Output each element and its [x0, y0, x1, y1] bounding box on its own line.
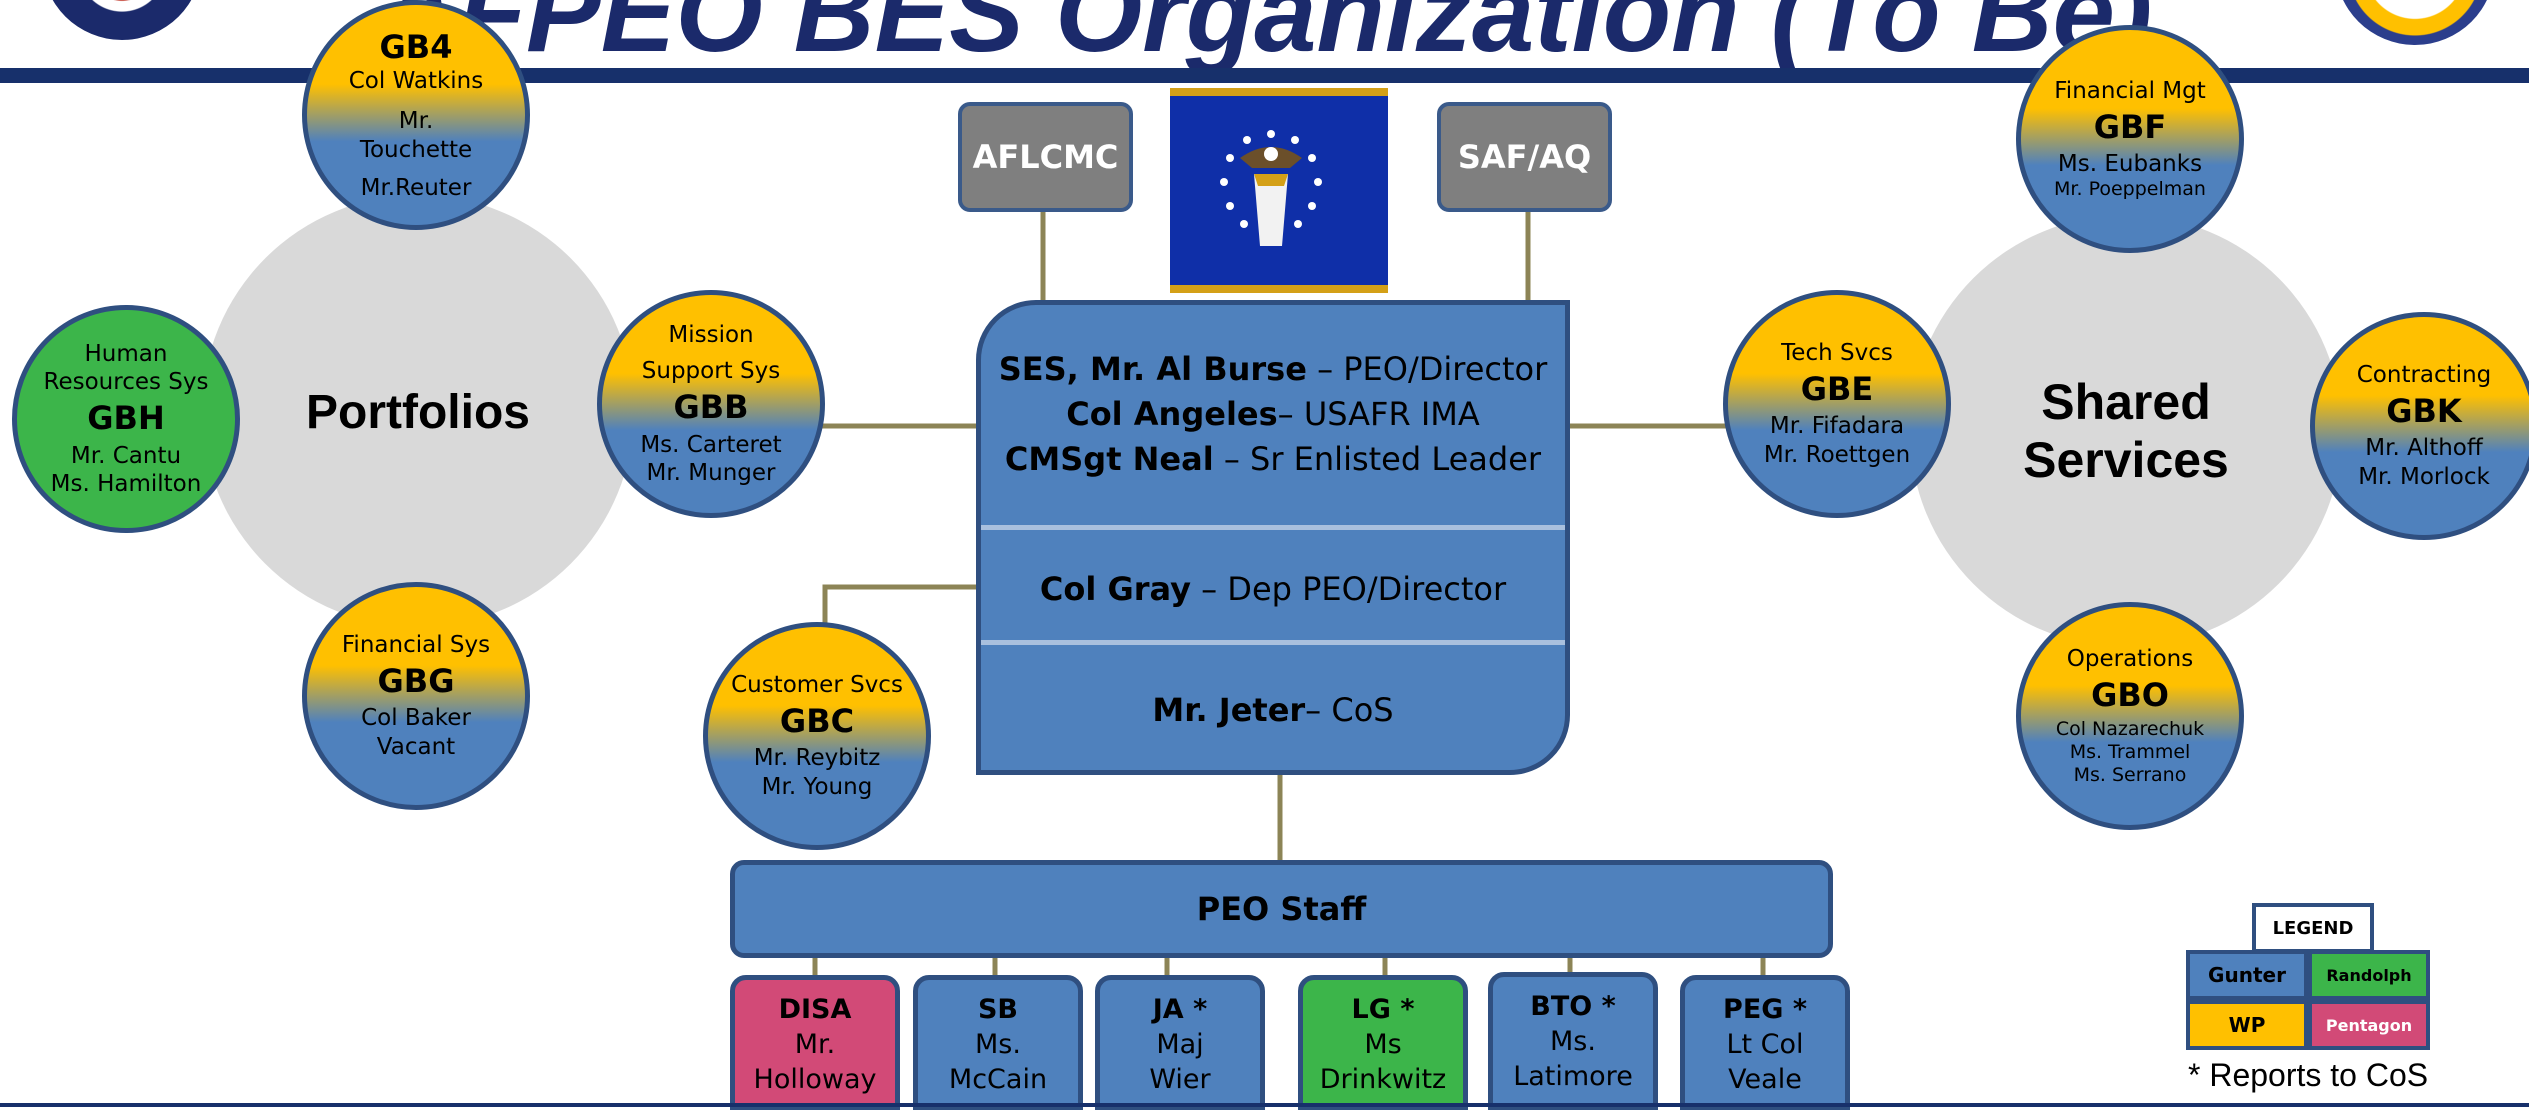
office-sb: SB Ms. McCain — [913, 975, 1083, 1110]
gbg-circle: Financial Sys GBG Col Baker Vacant — [302, 582, 530, 810]
center-divider-1 — [981, 525, 1565, 530]
peo-director-box: SES, Mr. Al Burse – PEO/Director Col Ang… — [976, 300, 1570, 775]
footer-bar — [0, 1103, 2529, 1107]
office-peg: PEG * Lt Col Veale — [1680, 975, 1850, 1110]
peo-staff-box: PEO Staff — [730, 860, 1833, 958]
peo-flag — [1170, 88, 1388, 293]
gbc-circle: Customer Svcs GBC Mr. Reybitz Mr. Young — [703, 622, 931, 850]
portfolios-label: Portfolios — [306, 386, 530, 439]
office-ja: JA * Maj Wier — [1095, 975, 1265, 1110]
shared-services-hub — [1910, 215, 2342, 647]
center-divider-2 — [981, 640, 1565, 645]
line-customer — [822, 584, 978, 625]
aflcmc-box: AFLCMC — [958, 102, 1133, 212]
office-bto: BTO * Ms. Latimore — [1488, 972, 1658, 1110]
legend-note: * Reports to CoS — [2188, 1057, 2429, 1093]
gbh-circle: Human Resources Sys GBH Mr. Cantu Ms. Ha… — [12, 305, 240, 533]
legend-gunter: Gunter — [2186, 950, 2308, 1000]
legend-wp: WP — [2186, 1000, 2308, 1050]
ima-line: Col Angeles– USAFR IMA — [1066, 395, 1480, 433]
office-lg: LG * Ms Drinkwitz — [1298, 975, 1468, 1110]
gbf-circle: Financial Mgt GBF Ms. Eubanks Mr. Poeppe… — [2016, 25, 2244, 253]
legend-title: LEGEND — [2252, 903, 2374, 953]
portfolios-hub — [202, 195, 634, 627]
gbk-circle: Contracting GBK Mr. Althoff Mr. Morlock — [2310, 312, 2529, 540]
eagle-emblem-icon — [1220, 130, 1322, 246]
header-bar — [0, 68, 2529, 83]
saf-aq-box: SAF/AQ — [1437, 102, 1612, 212]
gb4-circle: GB4 Col Watkins Mr. Touchette Mr.Reuter — [302, 0, 530, 230]
legend-pentagon: Pentagon — [2308, 1000, 2430, 1050]
deputy-line: Col Gray – Dep PEO/Director — [1039, 570, 1507, 608]
shared-services-line2: Services — [2023, 432, 2229, 488]
shared-services-line1: Shared — [2041, 374, 2211, 430]
page-title: AFPEO BES Organization (To Be) — [376, 0, 2153, 75]
gbe-circle: Tech Svcs GBE Mr. Fifadara Mr. Roettgen — [1723, 290, 1951, 518]
shared-services-label: Shared Services — [1910, 373, 2342, 489]
office-disa: DISA Mr. Holloway — [730, 975, 900, 1110]
enlisted-leader-line: CMSgt Neal – Sr Enlisted Leader — [1004, 440, 1542, 478]
chief-of-staff-line: Mr. Jeter– CoS — [1152, 691, 1394, 729]
director-line: SES, Mr. Al Burse – PEO/Director — [998, 350, 1548, 388]
legend-randolph: Randolph — [2308, 950, 2430, 1000]
gbo-circle: Operations GBO Col Nazarechuk Ms. Tramme… — [2016, 602, 2244, 830]
gbb-circle: Mission Support Sys GBB Ms. Carteret Mr.… — [597, 290, 825, 518]
